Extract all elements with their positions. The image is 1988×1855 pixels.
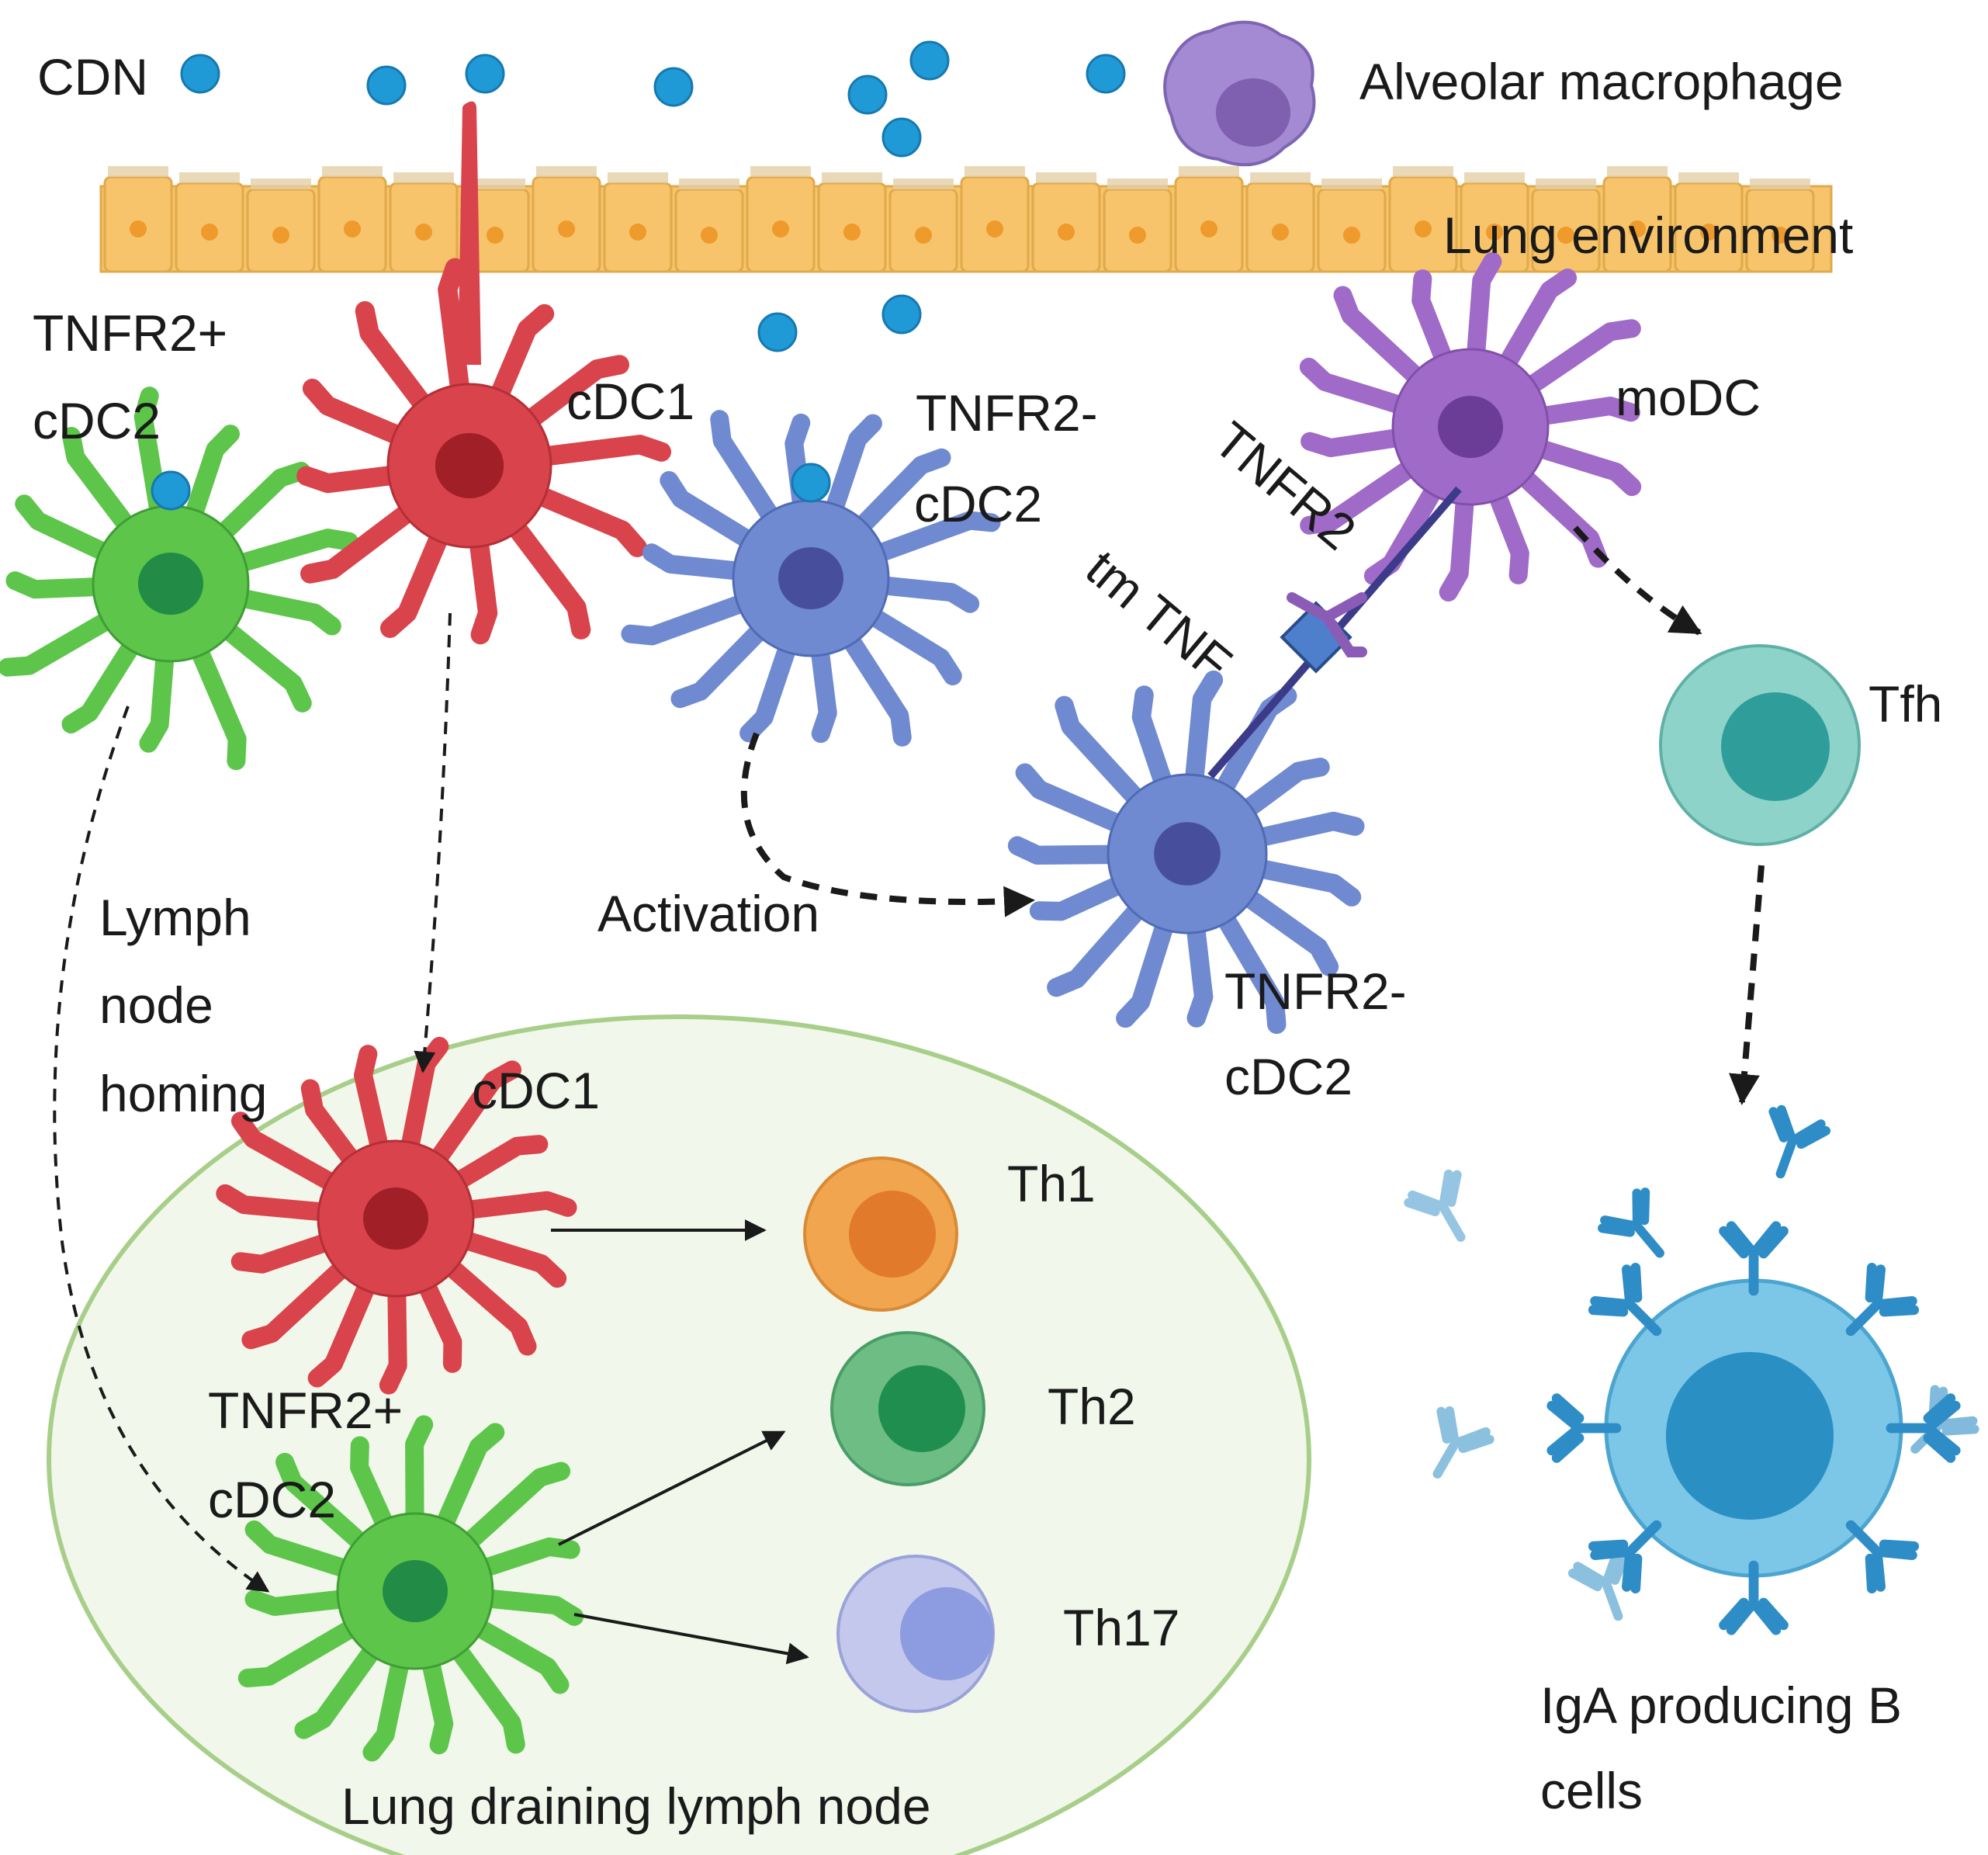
- lung-draining-label: Lung draining lymph node: [341, 1777, 931, 1835]
- th1-label: Th1: [1007, 1155, 1096, 1212]
- cdc1-ln-label: cDC1: [472, 1062, 600, 1119]
- tnfr2-minus-top-label-1: TNFR2-: [916, 384, 1098, 442]
- lung-epithelium: [99, 166, 1833, 273]
- cdc1-dendrite: [458, 101, 481, 366]
- activation-label: Activation: [597, 885, 819, 942]
- cdc1-cell-top: [296, 258, 672, 645]
- lymph-label-3: homing: [99, 1065, 267, 1122]
- lymph-label-2: node: [99, 976, 213, 1034]
- tnfr2-plus-top-label-1: TNFR2+: [33, 304, 227, 362]
- tm-tnf-label: tm TNF: [1075, 539, 1242, 692]
- tnfr2-plus-ln-label-2: cDC2: [208, 1471, 336, 1528]
- tnfr2-minus-mid-label-1: TNFR2-: [1224, 962, 1407, 1020]
- alveolar-macrophage-cell: [1163, 20, 1316, 167]
- lymph-label-1: Lymph: [99, 889, 251, 946]
- tnfr2-minus-cdc2-cell-top: [621, 410, 1001, 747]
- tnfr2-receptor-label: TNFR2: [1204, 411, 1366, 560]
- tnfr2-minus-top-label-2: cDC2: [914, 475, 1042, 532]
- lung-environment-label: Lung environment: [1443, 206, 1853, 264]
- modc-label: moDC: [1616, 369, 1761, 426]
- cdn-label: CDN: [37, 48, 148, 106]
- alveolar-macrophage-label: Alveolar macrophage: [1359, 53, 1844, 110]
- tnfr2-plus-ln-label-1: TNFR2+: [208, 1382, 403, 1439]
- free-antibodies: [1404, 1104, 1979, 1621]
- th17-cell: [836, 1555, 995, 1713]
- tnfr2-plus-cdc2-cell-ln: [237, 1415, 584, 1762]
- modc-cell: [1299, 252, 1642, 602]
- th17-label: Th17: [1063, 1599, 1179, 1656]
- tnf-receptor-link: [1207, 486, 1462, 779]
- th2-cell: [830, 1331, 985, 1486]
- tfh-cell: [1659, 644, 1861, 846]
- labels: CDN Alveolar macrophage Lung environment…: [33, 48, 1942, 1835]
- tnfr2-plus-cdc2-cell-top: [0, 387, 358, 771]
- arrows: [53, 525, 1765, 1665]
- tfh-label: Tfh: [1869, 675, 1942, 733]
- iga-label-1: IgA producing B: [1540, 1676, 1902, 1734]
- tnfr2-plus-top-label-2: cDC2: [33, 392, 161, 449]
- th2-label: Th2: [1048, 1378, 1136, 1435]
- iga-label-2: cells: [1540, 1762, 1643, 1819]
- tnfr2-minus-mid-label-2: cDC2: [1224, 1048, 1352, 1105]
- cdc1-top-label: cDC1: [566, 373, 694, 430]
- tnfr2-minus-cdc2-cell-mid: [1007, 670, 1365, 1035]
- th1-cell: [803, 1156, 958, 1312]
- iga-b-cell: [1546, 1221, 1961, 1635]
